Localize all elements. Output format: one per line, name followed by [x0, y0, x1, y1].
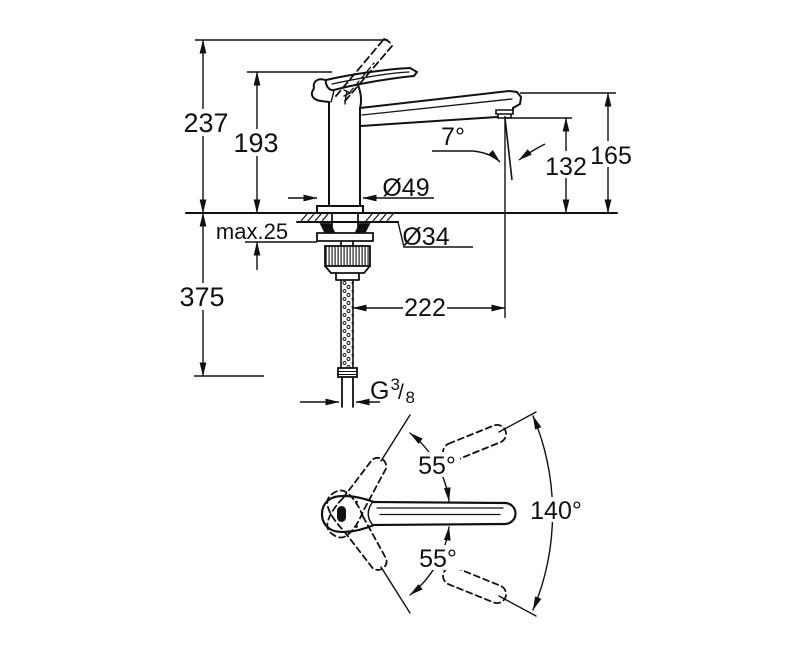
- dimension-7deg-leaders: [432, 143, 546, 163]
- hose-fitting: [337, 367, 358, 408]
- dim-max25-label: max.25: [216, 219, 288, 244]
- mounting-nut: [324, 245, 371, 281]
- dimension-max25: [245, 241, 317, 270]
- top-view: [320, 411, 554, 617]
- svg-text:3: 3: [391, 375, 400, 394]
- lever-grip-mark: [337, 506, 346, 522]
- dim-222-label: 222: [404, 294, 446, 322]
- label-backgrounds: [180, 109, 632, 570]
- dim-dia34-label: Ø34: [402, 223, 449, 251]
- flex-hose: [340, 279, 354, 369]
- dim-7deg-label: 7°: [441, 123, 465, 151]
- dim-140-label: 140°: [530, 497, 582, 525]
- dim-55-upper-label: 55°: [418, 452, 456, 480]
- handle-housing: [310, 78, 363, 109]
- svg-text:G: G: [370, 377, 389, 405]
- dim-165-label: 165: [590, 142, 632, 170]
- outlet-projection-line: [504, 116, 513, 318]
- dim-g38-label: G 3 / 8: [370, 375, 415, 407]
- dim-237-label: 237: [183, 108, 228, 138]
- svg-text:/: /: [398, 381, 404, 404]
- deck-hatching: [300, 213, 394, 222]
- dim-dia49-label: Ø49: [382, 174, 429, 202]
- dim-132-label: 132: [545, 153, 587, 181]
- side-view: [185, 38, 618, 408]
- labels: 237 193 max.25 375 Ø49 Ø34 7° 132 165 22…: [179, 108, 631, 573]
- dim-55-lower-label: 55°: [419, 545, 457, 573]
- spout: [359, 89, 523, 127]
- mounting-washer: [316, 212, 374, 247]
- dimension-dia34-leader: [397, 221, 473, 248]
- dim-193-label: 193: [233, 128, 278, 158]
- svg-text:8: 8: [406, 388, 415, 407]
- faucet-body: [316, 101, 364, 214]
- dim-375-label: 375: [179, 282, 224, 312]
- handle-housing-creases: [330, 89, 352, 105]
- lever-top-view: [320, 494, 517, 533]
